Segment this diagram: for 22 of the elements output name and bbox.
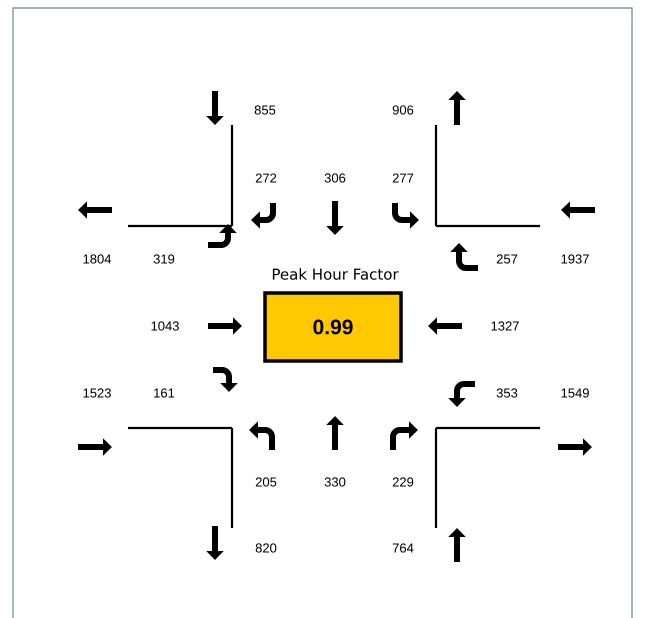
volume-label: 330 xyxy=(324,477,346,487)
volume-label: 306 xyxy=(324,173,346,183)
volume-label: 855 xyxy=(254,105,276,115)
volume-label: 1549 xyxy=(562,388,589,398)
volume-label: 205 xyxy=(256,477,276,487)
volume-label: 319 xyxy=(154,254,174,264)
volume-label: 1523 xyxy=(84,388,111,398)
volume-label: 257 xyxy=(496,254,518,264)
volume-label: 161 xyxy=(154,388,174,398)
volume-label: 764 xyxy=(392,543,414,553)
volume-label: 1327 xyxy=(492,321,519,331)
volume-label: 272 xyxy=(256,173,276,183)
volume-label: 1804 xyxy=(84,254,112,264)
volume-label: 906 xyxy=(392,105,414,115)
volume-label: 353 xyxy=(496,388,518,398)
box-heading: Peak Hour Factor xyxy=(272,268,399,280)
volume-label: 820 xyxy=(256,543,276,553)
volume-label: 229 xyxy=(392,477,414,487)
volume-label: 1937 xyxy=(562,254,589,264)
volume-label: 277 xyxy=(392,173,414,183)
value-box: 0.99 xyxy=(263,291,403,363)
volume-label: 1043 xyxy=(152,321,179,331)
